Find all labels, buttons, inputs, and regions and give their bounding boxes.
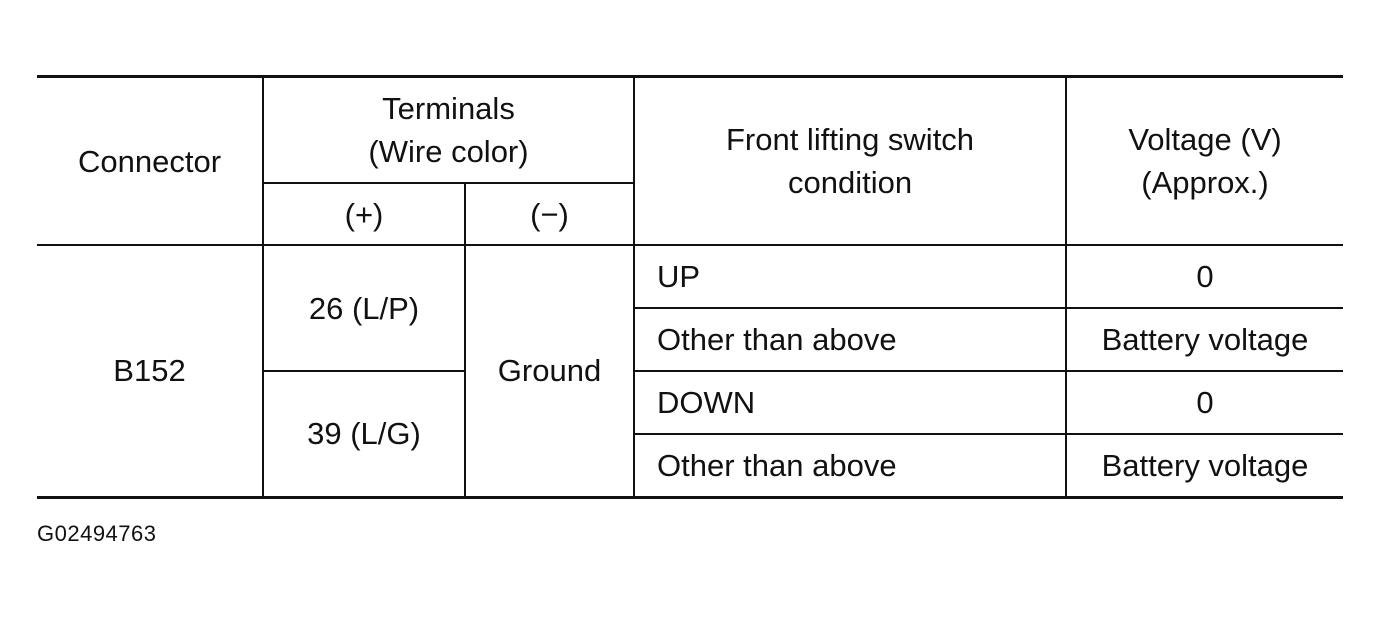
connector-cell: B152 <box>37 244 264 499</box>
voltage-cell: Battery voltage <box>1065 433 1344 499</box>
header-voltage: Voltage (V) (Approx.) <box>1065 75 1344 246</box>
header-connector-label: Connector <box>77 143 222 179</box>
header-condition-line2: condition <box>787 165 913 200</box>
header-plus: (+) <box>263 182 466 246</box>
table-row: Other than above Battery voltage <box>37 433 1344 499</box>
header-minus: (−) <box>463 182 635 246</box>
terminal-positive-cell: 26 (L/P) <box>262 244 466 372</box>
header-terminals: Terminals (Wire color) <box>261 75 636 184</box>
table-row: 39 (L/G) DOWN 0 <box>37 370 1344 499</box>
header-voltage-line1: Voltage (V) <box>1128 122 1282 157</box>
condition-cell: Other than above <box>634 307 1068 372</box>
terminal-negative-cell: Ground <box>463 244 636 499</box>
header-condition: Front lifting switch condition <box>633 75 1068 246</box>
header-terminals-line2: (Wire color) <box>368 134 529 169</box>
header-condition-line1: Front lifting switch <box>725 122 975 157</box>
header-connector: Connector <box>37 75 264 246</box>
table-row: B152 26 (L/P) Ground UP 0 <box>37 244 1344 499</box>
voltage-cell: 0 <box>1065 370 1344 435</box>
voltage-cell: 0 <box>1065 244 1344 309</box>
condition-cell: Other than above <box>634 433 1068 499</box>
condition-cell: DOWN <box>633 370 1068 435</box>
header-terminals-line1: Terminals <box>382 91 515 126</box>
figure-code: G02494763 <box>37 521 157 546</box>
terminal-positive-cell: 39 (L/G) <box>263 370 466 499</box>
table-row: Other than above Battery voltage <box>37 307 1344 372</box>
condition-cell: UP <box>633 244 1068 309</box>
voltage-spec-table: Connector Terminals (Wire color) Front l… <box>37 75 1344 499</box>
header-voltage-line2: (Approx.) <box>1141 165 1269 200</box>
voltage-cell: Battery voltage <box>1065 307 1344 372</box>
